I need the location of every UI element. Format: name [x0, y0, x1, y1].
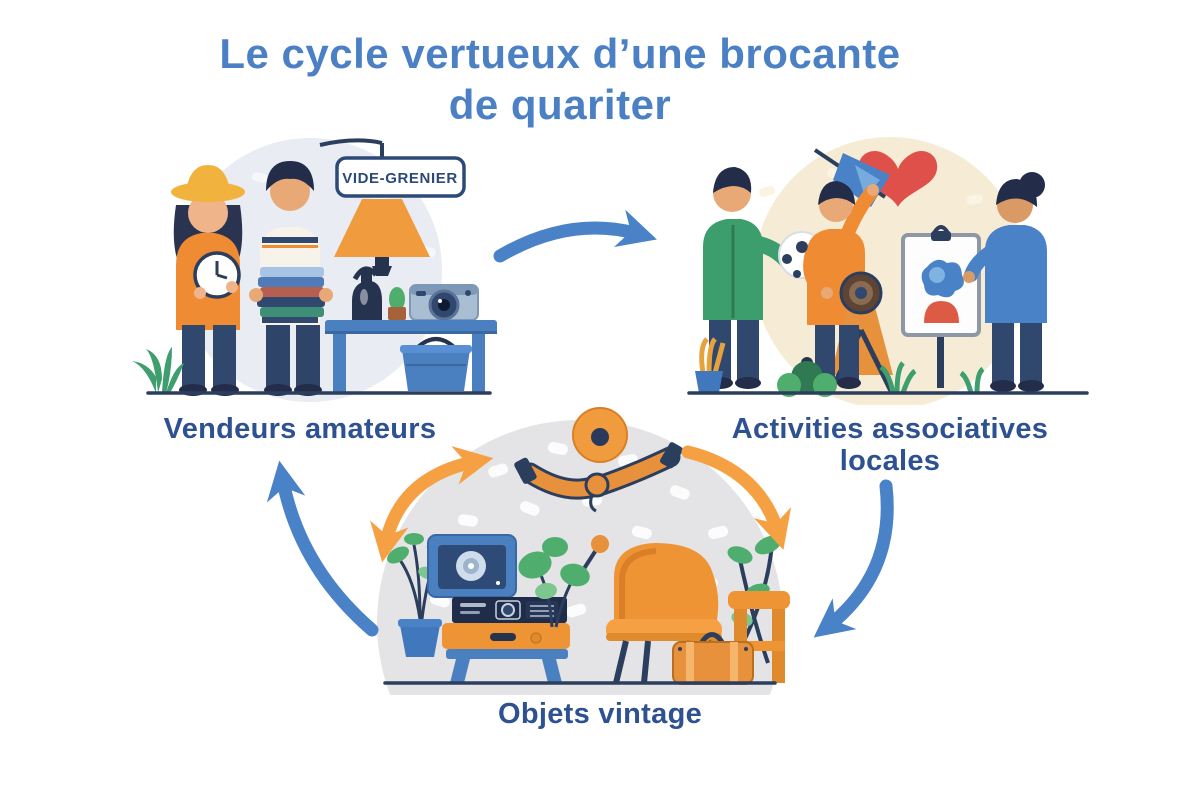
- books-stack-icon: [257, 267, 325, 317]
- man-with-ball: [703, 167, 826, 389]
- woman-seller: [171, 165, 245, 396]
- heart-icon: [858, 150, 938, 207]
- arrow-orange-left: [370, 446, 494, 563]
- label-activites-line2: locales: [839, 444, 941, 477]
- page-title: Le cycle vertueux d’une brocante de quar…: [60, 28, 1060, 130]
- plant-icon: [132, 347, 184, 393]
- tv-stand: [442, 623, 570, 683]
- arrow-vendeurs-to-activites: [493, 209, 657, 263]
- scene-vendeurs-amateurs: VIDE-GRENIER: [132, 138, 497, 402]
- vase-icon: [352, 266, 382, 320]
- basket-icon: [400, 337, 472, 391]
- scene-objets-vintage: [377, 407, 790, 695]
- scene-activites-associatives: [687, 137, 1089, 405]
- plants: [695, 337, 985, 397]
- label-activites-associatives: Activities associatives locales: [700, 413, 1080, 478]
- woman-presenter: [963, 172, 1047, 392]
- handshake-icon: [514, 442, 683, 513]
- easel-board-icon: [901, 225, 981, 388]
- ring-icon: [572, 407, 628, 463]
- label-objets-vintage: Objets vintage: [497, 698, 703, 730]
- page-title-line2: de quariter: [448, 81, 672, 129]
- arrow-activites-to-objets: [813, 479, 894, 638]
- sign-text: VIDE-GRENIER: [342, 170, 458, 187]
- arrow-orange-right: [681, 445, 792, 550]
- monstera-plant-icon: [518, 537, 590, 628]
- page-title-line1: Le cycle vertueux d’une brocante: [219, 30, 901, 77]
- man-seller: [249, 161, 333, 396]
- stall-table: [325, 266, 497, 393]
- label-activites-line1: Activities associatives: [731, 413, 1049, 445]
- camera-icon: [409, 284, 479, 321]
- arrow-objets-to-vendeurs: [266, 460, 379, 637]
- volunteer-with-kite: [803, 148, 894, 393]
- label-vendeurs-amateurs: Vendeurs amateurs: [163, 413, 437, 445]
- vide-grenier-sign: VIDE-GRENIER: [335, 156, 466, 198]
- cactus-icon: [388, 287, 406, 320]
